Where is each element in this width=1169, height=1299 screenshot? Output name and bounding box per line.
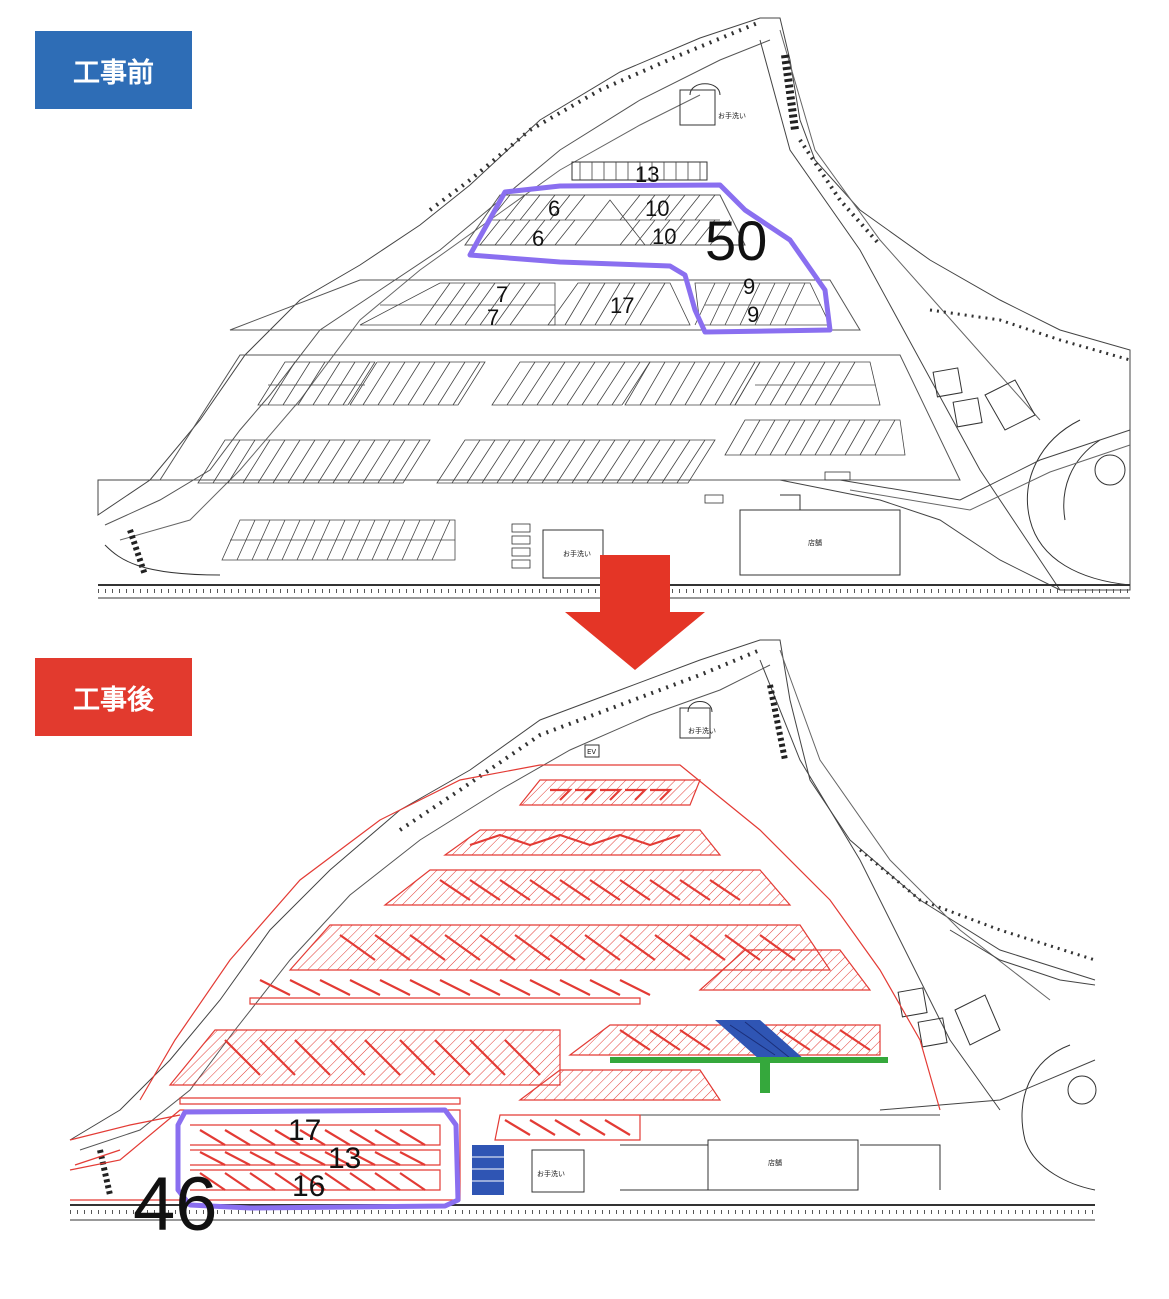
before-store-label: 店舗	[808, 538, 822, 547]
before-count: 13	[635, 162, 659, 187]
before-map	[97, 17, 1131, 599]
before-bays-row6	[221, 519, 456, 561]
after-highlight-outline	[175, 1107, 461, 1211]
before-bays-row3	[359, 282, 831, 326]
before-count: 10	[652, 224, 676, 249]
before-bays-row4	[257, 361, 881, 406]
after-construction-badge: 工事後	[35, 658, 192, 736]
before-bays-row5	[197, 419, 906, 484]
before-count: 7	[496, 282, 508, 307]
before-count: 9	[747, 302, 759, 327]
before-construction-badge: 工事前	[35, 31, 192, 109]
after-parking-layout	[69, 764, 941, 1201]
after-elevator-label: EV	[587, 748, 596, 756]
after-count: 16	[292, 1170, 325, 1203]
before-toilet-top-label: お手洗い	[718, 111, 746, 120]
after-store-label: 店舗	[768, 1158, 782, 1167]
before-count: 9	[743, 274, 755, 299]
before-count: 17	[610, 293, 634, 318]
pedestrian-walkway	[610, 1057, 888, 1093]
wheelchair-parking-icon	[472, 1145, 504, 1195]
before-total: 50	[705, 209, 767, 272]
before-toilet-bottom-label: お手洗い	[563, 549, 591, 558]
after-total: 46	[133, 1162, 218, 1247]
after-map	[69, 639, 1097, 1221]
before-site-boundary	[97, 17, 1131, 591]
before-bays-row2	[478, 194, 740, 246]
after-count: 17	[288, 1114, 321, 1147]
before-space-counts: 13 6 10 6 10 9 9 7 7 17	[487, 162, 759, 330]
before-count: 6	[532, 226, 544, 251]
before-bays-row1	[579, 162, 701, 180]
after-toilet-bottom-label: お手洗い	[537, 1169, 565, 1178]
after-space-counts: 17 13 16	[288, 1114, 361, 1203]
before-count: 6	[548, 196, 560, 221]
before-count: 7	[487, 305, 499, 330]
after-toilet-top-label: お手洗い	[688, 726, 716, 735]
after-count: 13	[328, 1142, 361, 1175]
down-arrow-icon	[565, 555, 705, 670]
before-highlight-outline	[467, 182, 833, 335]
accessible-parking-spaces	[472, 1020, 805, 1195]
before-count: 10	[645, 196, 669, 221]
